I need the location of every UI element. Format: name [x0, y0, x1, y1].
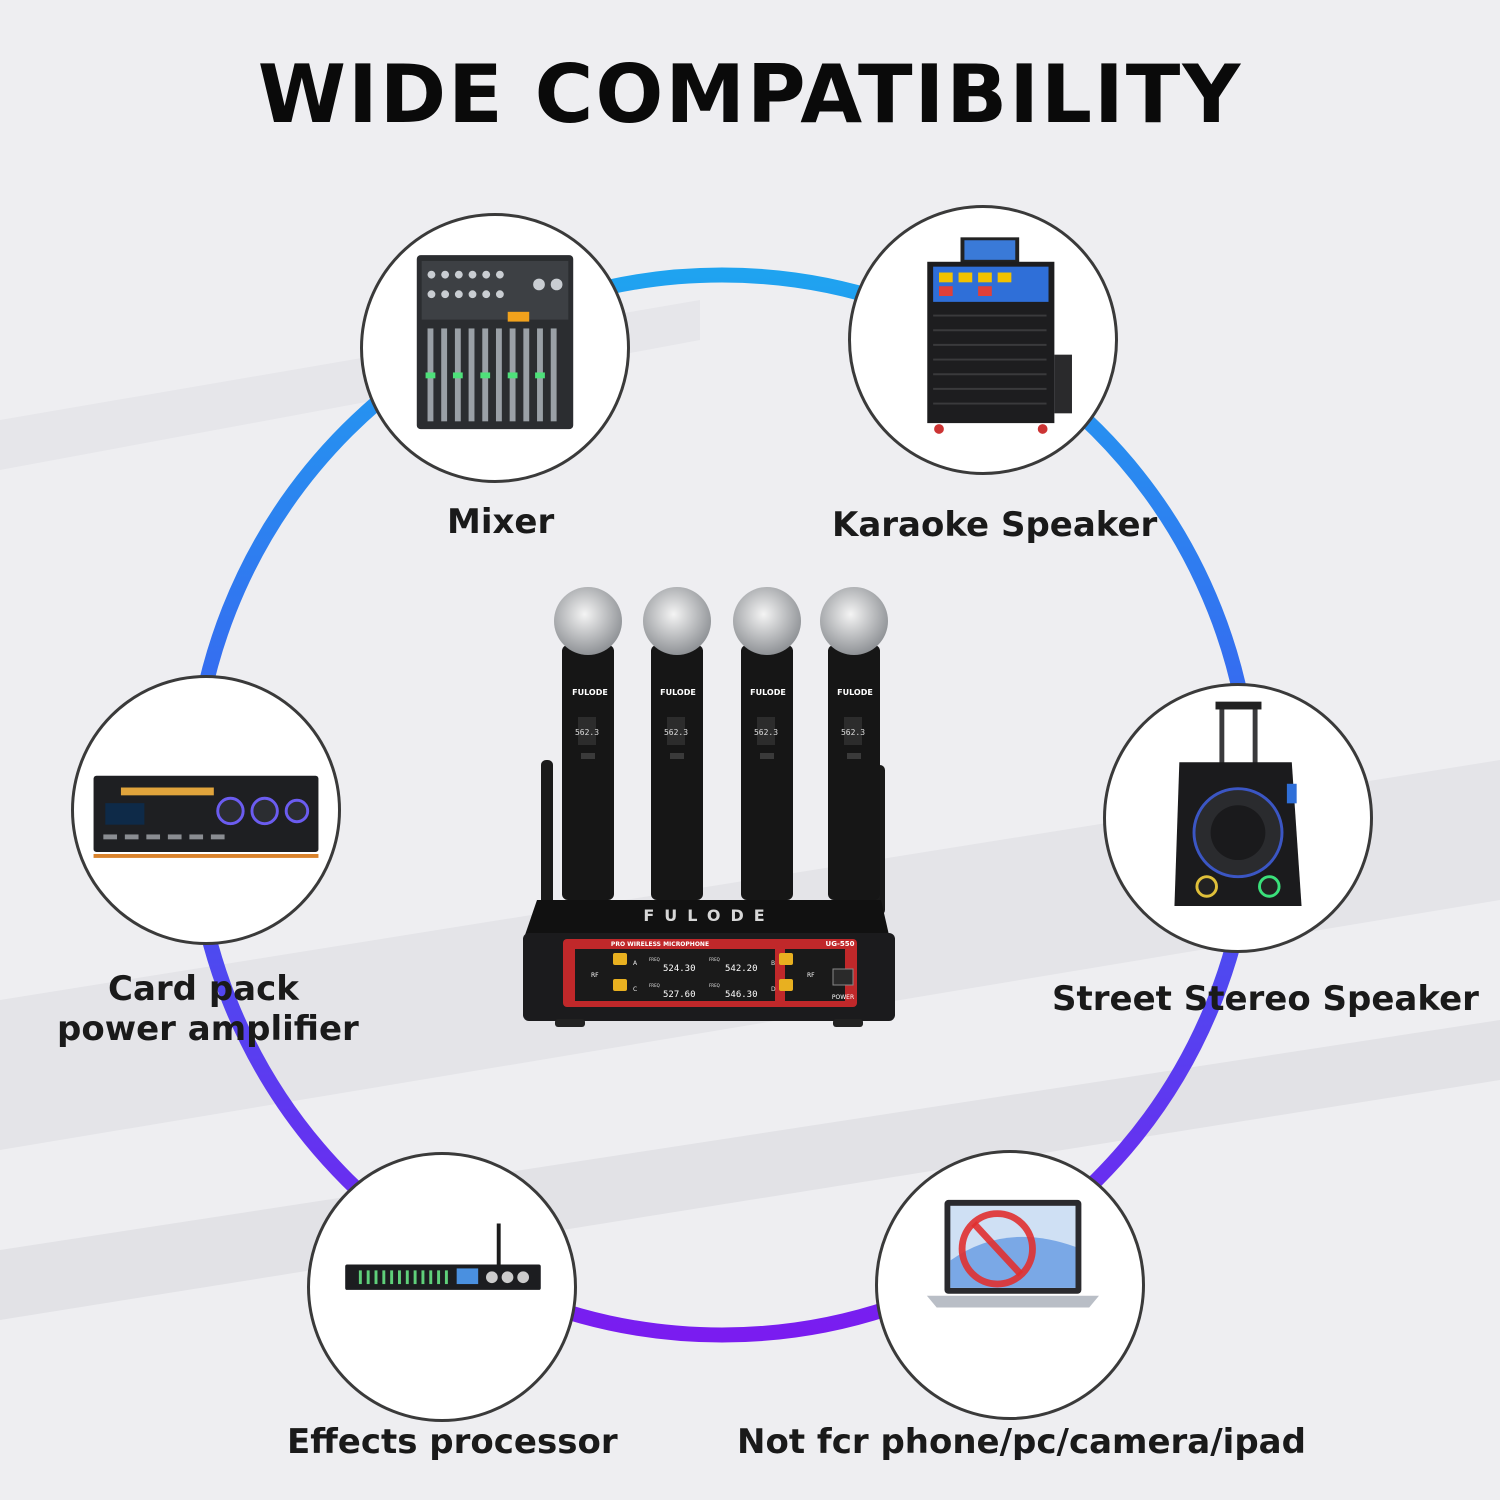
- freq-d: 546.30: [725, 990, 758, 1000]
- freq-label-c: FREQ: [649, 983, 660, 988]
- model-label: UG-550: [826, 940, 855, 948]
- mic-4-brand: FULODE: [837, 688, 873, 697]
- amplifier-icon: [93, 775, 319, 858]
- mic-2-brand: FULODE: [660, 688, 696, 697]
- karaoke-speaker-icon: [927, 237, 1072, 434]
- microphone-2: [643, 587, 711, 900]
- freq-label-d: FREQ: [709, 983, 720, 988]
- amplifier-label-line1: Card pack: [108, 969, 299, 1009]
- freq-a: 524.30: [663, 964, 696, 974]
- ch-a-label: A: [633, 960, 638, 967]
- microphone-1: [554, 587, 622, 900]
- mic-1-brand: FULODE: [572, 688, 608, 697]
- trolley-speaker-icon: [1174, 701, 1302, 906]
- mic-3-brand: FULODE: [750, 688, 786, 697]
- mixer-label: Mixer: [447, 502, 555, 542]
- karaoke-speaker-node: [848, 205, 1118, 475]
- effects-processor-node: [307, 1152, 577, 1422]
- effects-processor-label: Effects processor: [287, 1422, 618, 1462]
- rf-label-left: RF: [591, 972, 599, 979]
- effects-processor-icon: [345, 1223, 541, 1290]
- freq-label-a: FREQ: [649, 957, 660, 962]
- freq-label-b: FREQ: [709, 957, 720, 962]
- mic-1-display: 562.3: [575, 728, 599, 737]
- rf-label-right: RF: [807, 972, 815, 979]
- laptop-label: Not fcr phone/pc/camera/ipad: [737, 1422, 1306, 1462]
- mic-2-display: 562.3: [664, 728, 688, 737]
- ch-d-label: D: [771, 986, 776, 993]
- amplifier-node: [71, 675, 341, 945]
- power-label: POWER: [832, 994, 854, 1001]
- microphone-receiver-illustration: FULODE FULODE FULODE FULODE 562.3 562.3 …: [523, 587, 895, 1027]
- wireless-microphone-system: FULODE FULODE FULODE FULODE 562.3 562.3 …: [515, 575, 895, 1035]
- panel-title: PRO WIRELESS MICROPHONE: [611, 941, 709, 948]
- microphone-3: [733, 587, 801, 900]
- freq-c: 527.60: [663, 990, 696, 1000]
- freq-b: 542.20: [725, 964, 758, 974]
- ch-b-label: B: [771, 960, 775, 967]
- laptop-prohibited-icon: [926, 1199, 1099, 1308]
- mic-3-display: 562.3: [754, 728, 778, 737]
- mic-4-display: 562.3: [841, 728, 865, 737]
- laptop-node: [875, 1150, 1145, 1420]
- mixer-node: [360, 213, 630, 483]
- karaoke-speaker-label: Karaoke Speaker: [832, 505, 1158, 545]
- ch-c-label: C: [633, 986, 637, 993]
- receiver-brand: FULODE: [643, 906, 774, 925]
- page-title: WIDE COMPATIBILITY: [257, 48, 1243, 141]
- amplifier-label-line2: power amplifier: [57, 1009, 359, 1049]
- mixer-icon: [416, 255, 574, 430]
- street-speaker-label: Street Stereo Speaker: [1052, 979, 1479, 1019]
- microphone-4: [820, 587, 888, 900]
- street-speaker-node: [1103, 683, 1373, 953]
